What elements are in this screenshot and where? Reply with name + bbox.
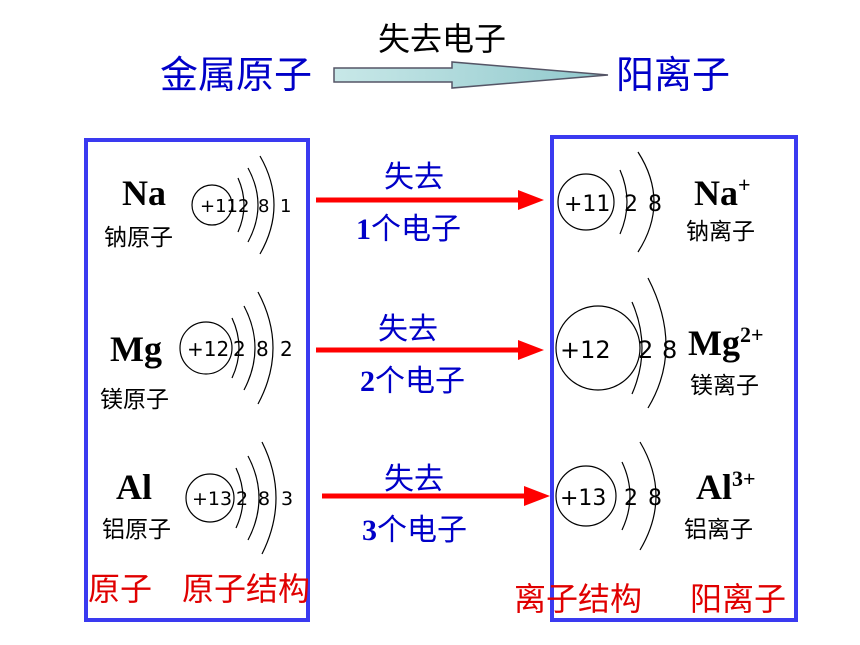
shell-arc	[647, 277, 667, 409]
shell-arc	[247, 167, 259, 243]
shell-electrons: 3	[281, 488, 293, 510]
nucleus-circle	[191, 184, 233, 226]
ion-element: Na	[694, 173, 738, 213]
shell-electrons: 2	[233, 337, 246, 361]
nucleus-charge: +12	[560, 336, 611, 364]
shell-electrons: 1	[280, 196, 291, 217]
nucleus-charge: +12	[187, 337, 229, 361]
count-number: 2	[360, 365, 375, 398]
count-unit: 个电子	[375, 364, 465, 399]
ion-diagram-na: +11 2 8	[557, 151, 662, 253]
shell-arc	[619, 169, 628, 235]
atom-name-al: 铝原子	[102, 517, 171, 543]
shell-electrons: 2	[638, 336, 653, 364]
footer-label-atom: 原子	[88, 570, 153, 608]
title-cation: 阳离子	[616, 53, 731, 97]
shell-electrons: 8	[258, 196, 269, 217]
title-metal-atom: 金属原子	[160, 53, 313, 97]
count-number: 3	[362, 514, 377, 547]
shell-electrons: 2	[236, 488, 248, 510]
ion-name-mg: 镁离子	[690, 373, 759, 399]
atom-diagram-na: +11 2 8 1	[191, 155, 291, 255]
count-unit: 个电子	[377, 513, 467, 548]
footer-label-cation: 阳离子	[690, 580, 787, 618]
shell-electrons: 2	[624, 192, 638, 217]
shell-arc	[247, 455, 260, 541]
shell-electrons: 2	[624, 486, 638, 511]
nucleus-charge: +13	[192, 488, 232, 510]
shell-electrons: 2	[238, 196, 249, 217]
shell-arc	[235, 467, 244, 529]
nucleus-charge: +13	[560, 486, 606, 511]
nucleus-circle	[557, 173, 615, 231]
ion-diagram-mg: +12 2 8	[555, 277, 677, 409]
atom-diagram-al: +13 2 8 3	[185, 441, 293, 555]
shell-arc	[257, 291, 274, 405]
atom-name-na: 钠原子	[104, 225, 173, 251]
red-arrow-3	[322, 486, 550, 506]
ion-symbol-al: Al3+	[696, 466, 756, 508]
shell-arc	[261, 441, 277, 555]
nucleus-circle	[185, 473, 235, 523]
ion-box	[550, 135, 798, 622]
shell-arc	[237, 177, 245, 233]
nucleus-circle	[179, 321, 233, 375]
nucleus-circle	[555, 465, 617, 527]
electron-count-3: 3个电子	[362, 505, 467, 549]
electron-count-2: 2个电子	[360, 356, 465, 400]
footer-label-atom-structure: 原子结构	[182, 570, 311, 608]
shell-arc	[631, 301, 643, 395]
transition-label-2: 失去	[378, 312, 438, 347]
nucleus-circle	[555, 305, 641, 391]
shell-electrons: 8	[258, 488, 270, 510]
count-number: 1	[356, 213, 371, 246]
ion-element: Mg	[688, 323, 740, 363]
transition-label-3: 失去	[384, 462, 444, 497]
header-arrow	[333, 61, 609, 89]
atom-symbol-na: Na	[122, 173, 166, 213]
atom-symbol-mg: Mg	[110, 329, 162, 369]
shell-arc	[621, 461, 631, 531]
nucleus-charge: +11	[564, 192, 610, 217]
shell-electrons: 8	[648, 486, 662, 511]
atom-diagram-mg: +12 2 8 2	[179, 291, 293, 405]
ion-name-na: 钠离子	[686, 219, 755, 245]
electron-count-1: 1个电子	[356, 204, 461, 248]
shell-electrons: 2	[280, 337, 293, 361]
count-unit: 个电子	[371, 212, 461, 247]
shell-electrons: 8	[648, 192, 662, 217]
atom-box	[84, 138, 310, 622]
ion-name-al: 铝离子	[684, 517, 753, 543]
ion-symbol-na: Na+	[694, 172, 751, 214]
ion-element: Al	[696, 467, 732, 507]
ion-charge: +	[738, 172, 751, 197]
red-arrow-1	[316, 190, 544, 210]
footer-label-ion-structure: 离子结构	[514, 580, 643, 618]
title-lose-electrons: 失去电子	[378, 20, 507, 58]
transition-label-1: 失去	[384, 160, 444, 195]
ion-charge: 2+	[739, 322, 764, 347]
atom-symbol-al: Al	[116, 467, 152, 507]
ion-symbol-mg: Mg2+	[688, 322, 764, 364]
ion-diagram-al: +13 2 8	[555, 441, 662, 551]
shell-electrons: 8	[662, 336, 677, 364]
shell-arc	[639, 441, 657, 551]
ion-charge: 3+	[732, 466, 756, 491]
nucleus-charge: +11	[200, 196, 238, 217]
shell-arc	[231, 317, 240, 379]
red-arrow-2	[316, 340, 544, 360]
shell-arc	[259, 155, 275, 255]
shell-arc	[243, 305, 256, 391]
shell-electrons: 8	[256, 337, 269, 361]
atom-name-mg: 镁原子	[100, 387, 169, 413]
shell-arc	[637, 151, 655, 253]
